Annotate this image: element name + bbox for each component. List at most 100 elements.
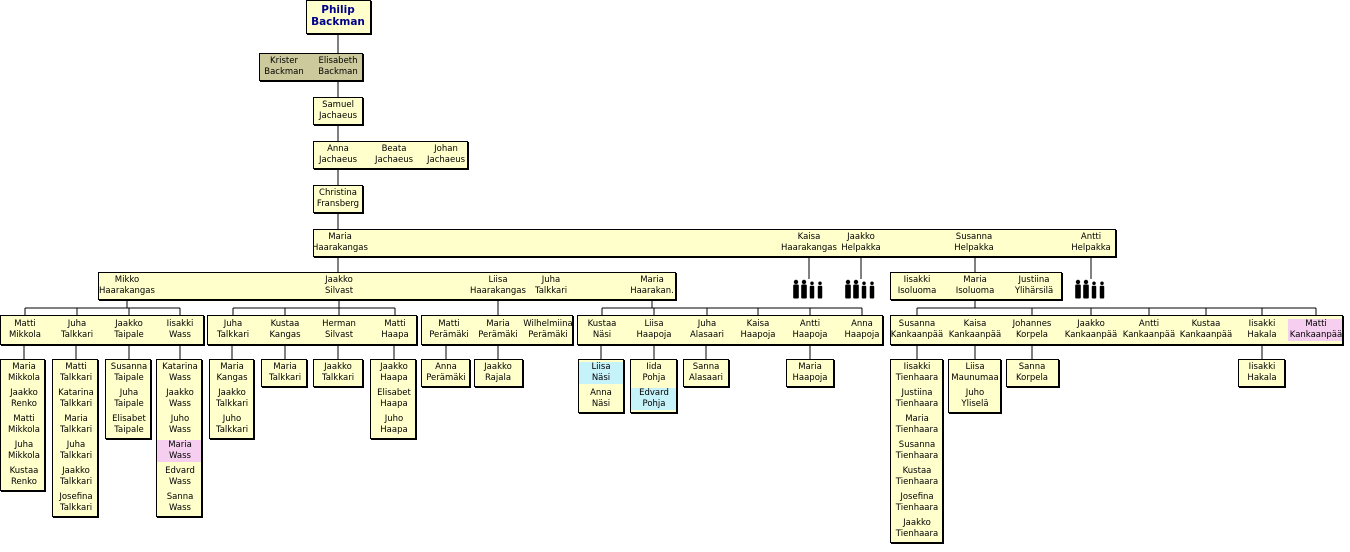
family-name: Haarakan. [630,286,674,296]
family-name: Silvast [324,286,354,296]
family-name: Backman [318,67,358,77]
family-name: Haapa [381,330,409,340]
given-name: Wilhelmiina [523,319,573,329]
family-name: Maunumaa [951,373,999,383]
